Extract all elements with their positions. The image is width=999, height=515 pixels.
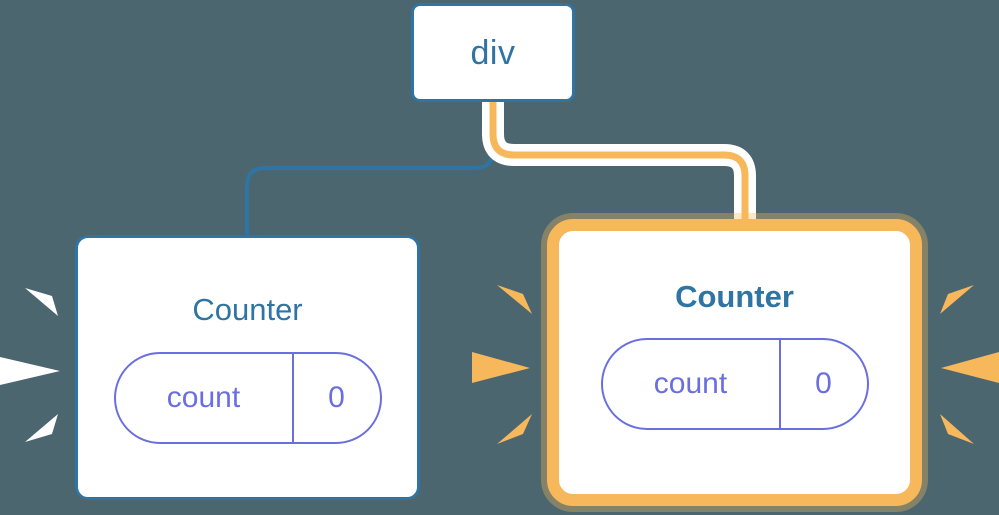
wire-div-to-counter-right [489,102,749,231]
state-key-right: count [653,367,728,400]
node-root-label: div [470,33,516,72]
state-value-left: 0 [291,354,380,442]
state-value-right: 0 [778,340,867,428]
burst-middle-amber [472,285,532,444]
burst-left-white [0,288,60,442]
node-counter-right-title: Counter [675,279,794,314]
node-counter-left[interactable]: Counter count 0 [75,235,420,500]
state-pill-right[interactable]: count 0 [600,338,869,430]
wire-div-to-counter-left [245,102,495,235]
node-div-root[interactable]: div [411,3,575,102]
state-key-left: count [166,381,241,414]
node-counter-right[interactable]: Counter count 0 [547,219,922,506]
burst-right-amber [940,285,999,444]
wire-halo-div-to-counter-right [482,102,756,231]
state-pill-left[interactable]: count 0 [113,352,382,444]
node-counter-left-title: Counter [192,292,303,327]
